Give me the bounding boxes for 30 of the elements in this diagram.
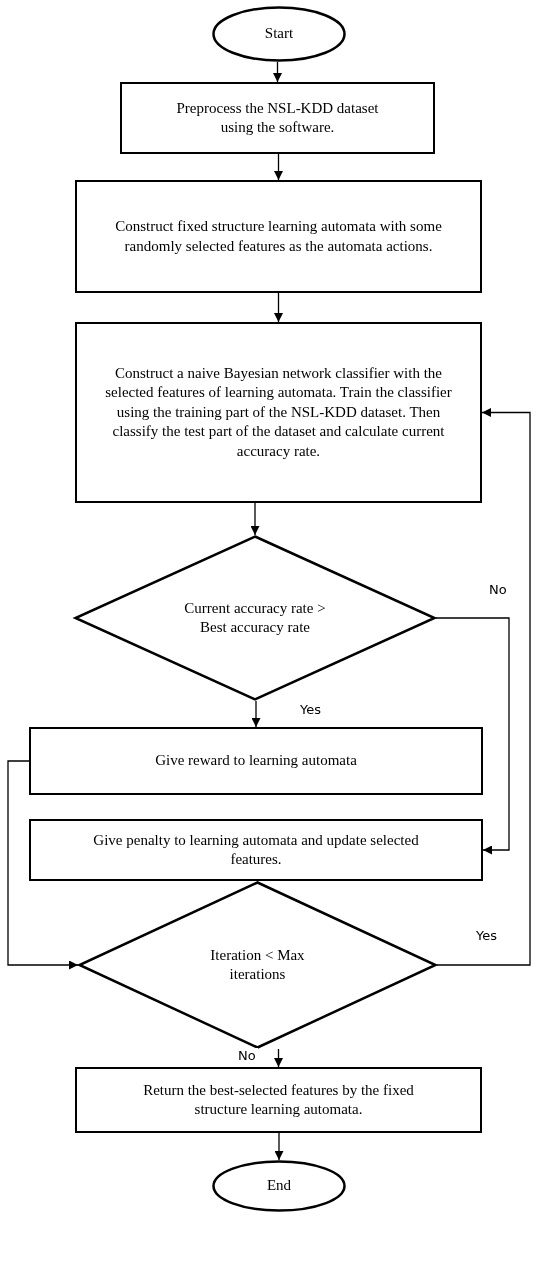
arrow [274, 1132, 284, 1161]
node-text: End [266, 1176, 292, 1196]
arrow [274, 292, 283, 323]
node-text: Return the best-selected features by the fixed structure learning automata. [142, 1080, 415, 1119]
arrow [251, 700, 261, 728]
arrow [274, 1048, 283, 1068]
arrow [274, 153, 283, 181]
process-box [75, 322, 482, 503]
edge-label: Yes [474, 928, 499, 943]
node-text: Start [264, 24, 294, 44]
arrow [273, 61, 282, 83]
node-text: Give reward to learning automata [155, 751, 357, 771]
edge-label: No [236, 1048, 258, 1063]
node-text: Construct fixed structure learning automata with some randomly selected features as the automata actions. [114, 217, 443, 256]
process-box [120, 82, 435, 154]
arrow [250, 502, 260, 536]
node-text: Iteration < Max iterations [209, 945, 306, 984]
arrow [435, 617, 510, 855]
process-box [29, 727, 483, 795]
arrow [7, 760, 79, 970]
process-box [29, 819, 483, 881]
node-text: Give penalty to learning automata and update selected features. [92, 830, 420, 869]
edge-label: No [487, 582, 509, 597]
process-box [75, 180, 482, 293]
edge-label: Yes [298, 702, 323, 717]
node-text: Preprocess the NSL-KDD dataset using the software. [175, 98, 380, 137]
node-text: Current accuracy rate > Best accuracy rate [183, 598, 327, 637]
arrow [436, 408, 531, 966]
node-text: Construct a naive Bayesian network classifier with the selected features of learning automata. Train the classifier using the training part of the NSL-KDD dataset. Then classify the test part of the dataset and calculate current accuracy rate. [104, 363, 453, 461]
process-box [75, 1067, 482, 1133]
